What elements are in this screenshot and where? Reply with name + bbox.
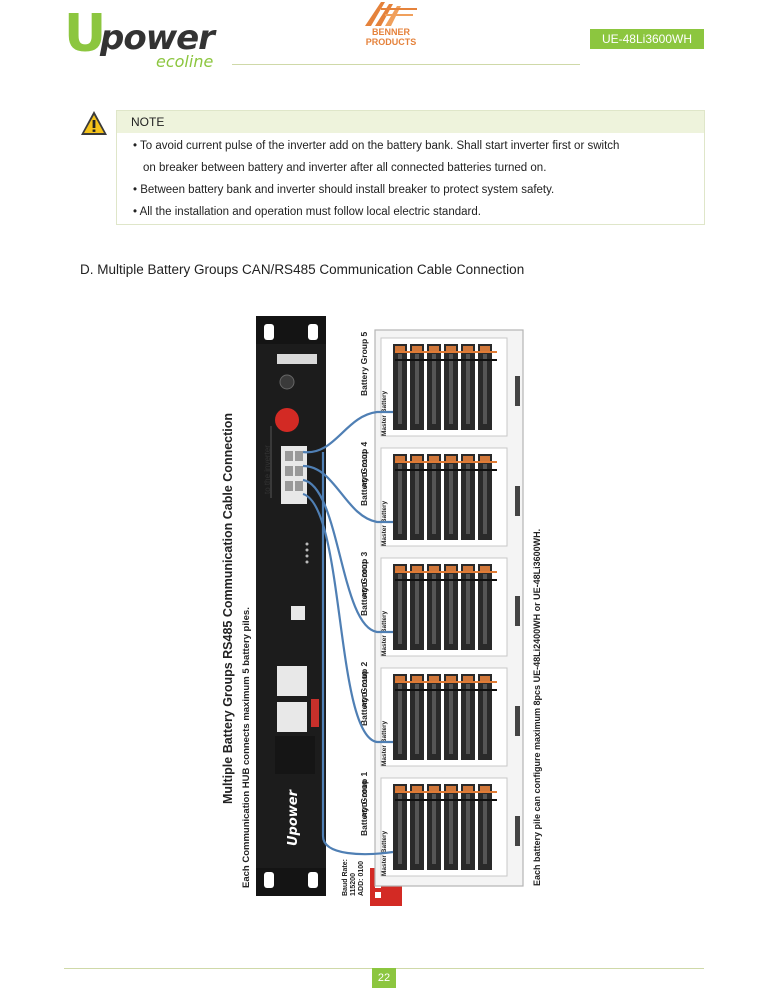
master-battery-label: Master Battery <box>381 500 388 546</box>
note-item-1-line2: on breaker between battery and inverter … <box>143 162 547 174</box>
baud-rate-label: Baud Rate: <box>342 859 349 896</box>
battery-group-label: Battery Group 3 <box>359 551 369 616</box>
battery-group-label: Battery Group 4 <box>359 441 369 506</box>
battery-group-address: ADD: 0110 <box>360 671 369 708</box>
note-item-1-line1: • To avoid current pulse of the inverter… <box>133 140 620 152</box>
benner-line2: PRODUCTS <box>365 37 417 47</box>
master-battery-label: Master Battery <box>381 720 388 766</box>
battery-group-label: Battery Group 2 <box>359 661 369 726</box>
master-battery-label: Master Battery <box>381 610 388 656</box>
model-badge: UE-48Li3600WH <box>590 29 704 49</box>
battery-group-block <box>380 777 508 877</box>
logo-ecoline: ecoline <box>156 52 214 71</box>
diagram-title: Multiple Battery Groups RS485 Communicat… <box>221 413 235 804</box>
note-item: • All the installation and operation mus… <box>133 206 481 218</box>
master-battery-label: Master Battery <box>381 390 388 436</box>
header-rule <box>232 64 580 65</box>
baud-address: ADD: 0100 <box>358 861 365 896</box>
battery-group-address: ADD: 0010 <box>360 780 369 818</box>
battery-group-block <box>380 557 508 657</box>
diagram-subtitle: Each Communication HUB connects maximum … <box>241 607 252 888</box>
power-switch-icon <box>275 408 299 432</box>
page-number: 22 <box>372 968 396 988</box>
battery-group-address: ADD: 0101 <box>360 450 369 488</box>
note-item: • To avoid current pulse of the inverter… <box>133 135 704 179</box>
note-title: NOTE <box>117 111 704 133</box>
battery-group-label: Battery Group 5 <box>359 331 369 396</box>
section-title: D. Multiple Battery Groups CAN/RS485 Com… <box>80 262 525 277</box>
logo-u: U <box>64 4 107 64</box>
logo-power: power <box>100 18 215 58</box>
to-inverter-label: to the inverter <box>263 445 272 494</box>
note-item: • Between battery bank and inverter shou… <box>133 184 555 196</box>
benner-mark-icon <box>365 2 417 26</box>
battery-group-address: ADD: 0001 <box>360 560 369 598</box>
upower-logo: U power ecoline <box>60 4 240 74</box>
battery-group-label: Battery Group 1 <box>359 771 369 836</box>
diagram-right-caption: Each battery pile can configure maximum … <box>532 529 542 886</box>
communication-cables <box>302 410 394 856</box>
warning-icon <box>81 111 107 135</box>
communication-hub: Upower <box>256 316 326 896</box>
baud-rate-value: 115200 <box>350 873 357 896</box>
note-box: NOTE • To avoid current pulse of the inv… <box>116 110 705 225</box>
hub-logo-text: Upower <box>286 788 301 846</box>
battery-group-block <box>380 337 508 437</box>
benner-products-logo: BENNER PRODUCTS <box>355 0 435 52</box>
benner-line1: BENNER <box>371 27 410 37</box>
note-list: • To avoid current pulse of the inverter… <box>117 133 704 223</box>
battery-group-block <box>380 667 508 767</box>
connection-diagram: Multiple Battery Groups RS485 Communicat… <box>221 316 542 906</box>
battery-group-block <box>380 447 508 547</box>
